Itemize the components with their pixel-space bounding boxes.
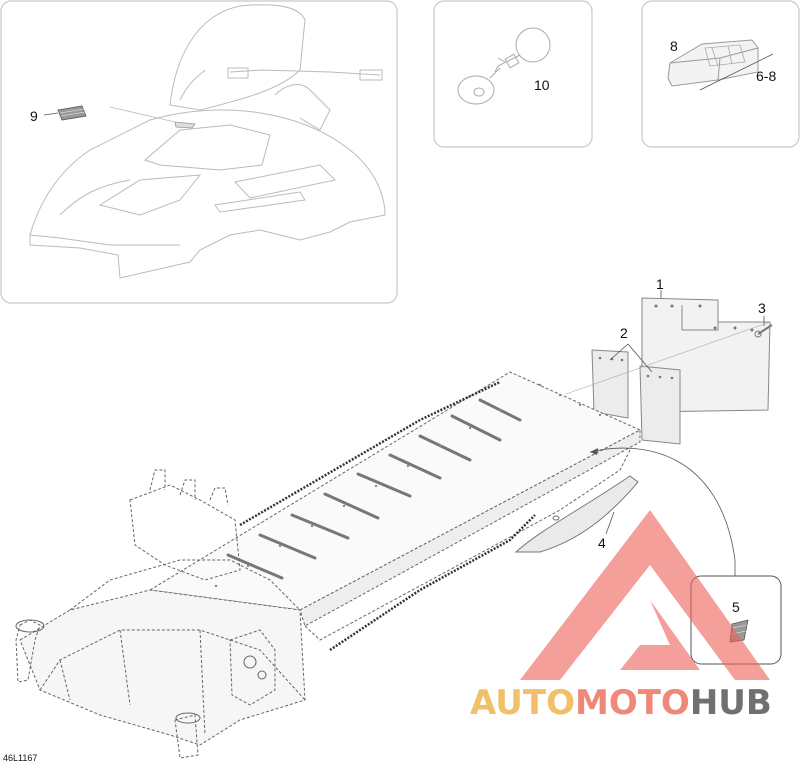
watermark-logo-icon bbox=[520, 510, 770, 680]
drawing-code: 46L1167 bbox=[3, 753, 37, 763]
fastener-3-icon bbox=[754, 324, 773, 338]
watermark-text: AUTOMOTOHUB bbox=[470, 683, 772, 723]
decal-9-icon bbox=[57, 105, 87, 121]
callout-3: 3 bbox=[758, 300, 766, 316]
tool-kit-icon bbox=[667, 39, 759, 87]
tunnel-chassis bbox=[15, 371, 642, 759]
side-flap-2a bbox=[591, 349, 629, 419]
callout-2: 2 bbox=[620, 325, 628, 341]
inset-tool-panel bbox=[641, 0, 800, 148]
inset-horn-panel bbox=[433, 0, 593, 148]
callout-4: 4 bbox=[598, 535, 606, 551]
callout-8: 8 bbox=[670, 38, 678, 54]
inset-hood-panel bbox=[0, 0, 398, 304]
side-protector-4 bbox=[514, 475, 639, 553]
watermark-moto: MOTO bbox=[575, 683, 690, 723]
callout-10: 10 bbox=[534, 77, 550, 93]
horn-icon bbox=[457, 27, 551, 105]
callout-9: 9 bbox=[30, 108, 38, 124]
callout-5: 5 bbox=[732, 599, 740, 615]
side-flap-2b bbox=[639, 365, 681, 445]
watermark-hub: HUB bbox=[690, 683, 772, 723]
watermark-auto: AUTO bbox=[470, 683, 575, 723]
callout-6-8: 6-8 bbox=[756, 68, 776, 84]
callout-1: 1 bbox=[656, 276, 664, 292]
